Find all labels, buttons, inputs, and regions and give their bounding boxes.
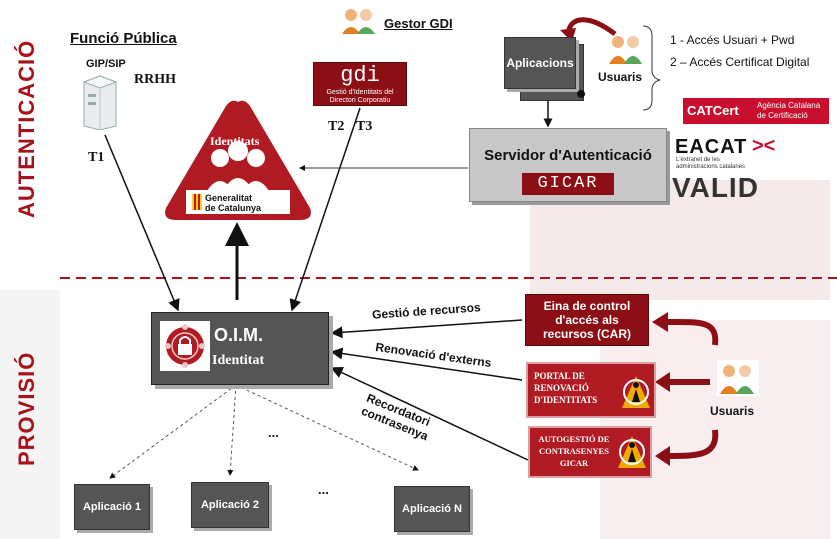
portal-renovacio-box: PORTAL DE RENOVACIÓ D'IDENTITATS	[526, 362, 656, 418]
users-icon-top	[609, 36, 642, 64]
gip-sip-label: GIP/SIP	[86, 58, 126, 70]
catcert-logo: CATCert Agència Catalana de Certificació	[683, 98, 829, 124]
oim-box: O.I.M. Identitat	[151, 312, 329, 385]
oim-subtitle: Identitat	[212, 353, 265, 368]
car-box: Eina de control d'accés als recursos (CA…	[525, 294, 649, 346]
access-method-1: 1 - Accés Usuari + Pwd	[670, 33, 795, 47]
gestor-gdi-title: Gestor GDI	[384, 16, 453, 31]
eacat-logo: EACAT	[675, 136, 748, 158]
curved-arrow-car	[664, 318, 719, 346]
access-method-2: 2 – Accés Certificat Digital	[670, 55, 810, 69]
gdi-logo-subtitle: Gestió d'Identitats del Directori Corpor…	[326, 89, 394, 104]
autogestio-text: AUTOGESTIÓ DE CONTRASENYES GICAR	[538, 434, 610, 468]
portal-text: PORTAL DE RENOVACIÓ D'IDENTITATS	[534, 371, 598, 405]
gicar-logo: GICAR	[522, 173, 614, 195]
aplicacio-1-box: Aplicació 1	[74, 484, 150, 530]
arrow-t1	[104, 134, 180, 312]
identitats-title: Identitats	[210, 134, 260, 148]
gdi-logo: gdi Gestió d'Identitats del Directori Co…	[313, 62, 407, 106]
aplicacions-connector-dot	[577, 90, 585, 98]
arrow-renovacio	[330, 347, 523, 381]
arrow-gestio	[330, 319, 523, 339]
gdi-logo-text: gdi	[340, 63, 380, 88]
oim-title: O.I.M.	[214, 325, 263, 345]
person-warning-icon	[622, 376, 650, 408]
arrow-app1	[109, 384, 237, 479]
aplicacio-2-box: Aplicació 2	[191, 482, 269, 528]
aplicacions-box: Aplicacions	[504, 37, 576, 89]
identitats-triangle	[165, 100, 311, 220]
t1-label: T1	[88, 150, 105, 165]
ellipsis-1: ...	[268, 425, 279, 440]
ellipsis-2: ...	[318, 482, 329, 497]
valid-logo: VALID	[672, 172, 759, 203]
arrow-t2-t3	[289, 107, 361, 312]
lock-network-icon	[160, 321, 210, 371]
users-icon-bottom	[717, 360, 759, 396]
eacat-subtitle: L'extranet de les administracions catala…	[676, 157, 746, 170]
person-warning-icon-2	[618, 436, 646, 468]
servidor-title: Servidor d'Autenticació	[484, 147, 652, 164]
usuaris-bottom-label: Usuaris	[710, 404, 755, 418]
access-bracket	[642, 25, 661, 111]
eacat-symbol-icon: ><	[752, 135, 776, 157]
servidor-autenticacio-box: Servidor d'Autenticació GICAR	[469, 128, 667, 202]
t3-label: T3	[356, 119, 373, 134]
generalitat-logo: Generalitat de Catalunya	[205, 193, 262, 213]
usuaris-top-label: Usuaris	[598, 70, 643, 84]
arrow-app2	[227, 384, 237, 476]
autogestio-box: AUTOGESTIÓ DE CONTRASENYES GICAR	[528, 426, 652, 478]
curved-arrow-autogestio	[667, 429, 719, 459]
funcio-publica-title: Funció Pública	[70, 30, 177, 47]
arrow-recordatori	[330, 367, 529, 461]
server-icon	[82, 75, 118, 130]
rrhh-label: RRHH	[134, 72, 176, 87]
t2-label: T2	[328, 119, 345, 134]
aplicacio-n-box: Aplicació N	[394, 486, 470, 532]
users-icon-gestor	[342, 9, 375, 34]
